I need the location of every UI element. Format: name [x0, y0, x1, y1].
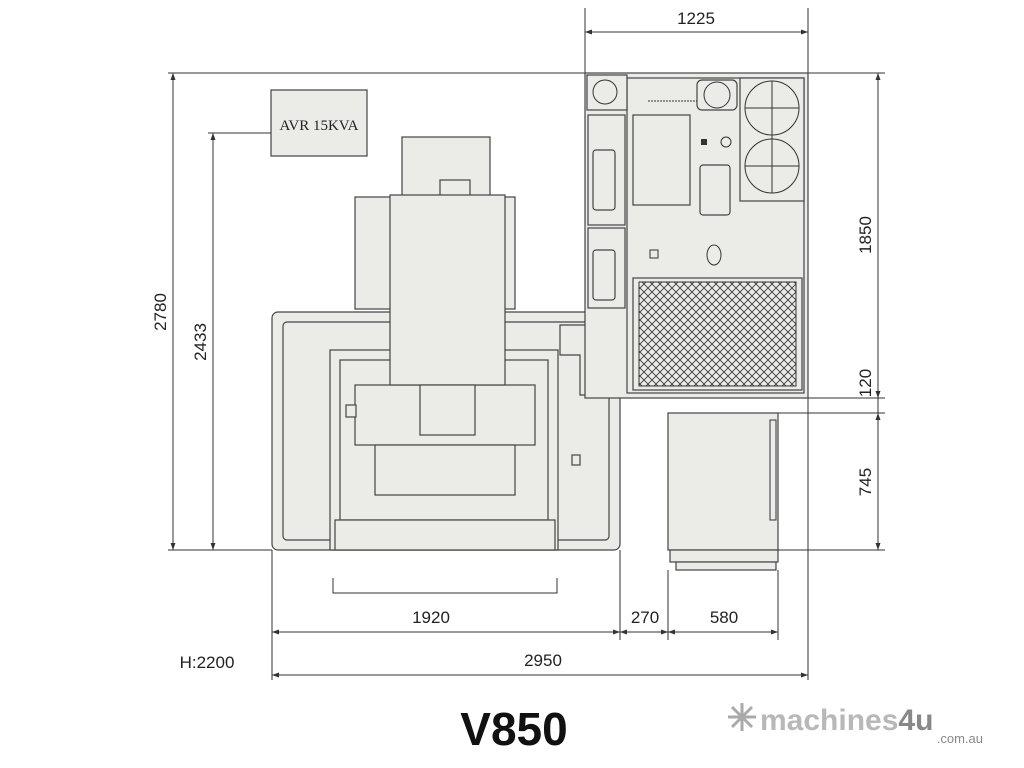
control-cabinet	[584, 72, 809, 399]
dim-small-cabinet-width: 580	[710, 608, 738, 627]
dim-machine-width: 1920	[412, 608, 450, 627]
dim-spacing: 270	[631, 608, 659, 627]
machine-body	[271, 136, 621, 551]
dim-machine-depth: 2433	[191, 323, 210, 361]
small-cabinet	[667, 412, 779, 571]
dim-cabinet-depth: 1850	[856, 216, 875, 254]
dim-gap: 120	[856, 369, 875, 397]
svg-text:machines4u: machines4u	[760, 704, 933, 737]
dim-overall-depth: 2780	[151, 293, 170, 331]
snowflake-icon	[728, 703, 756, 731]
extension-lines	[168, 8, 885, 680]
logo-accent: 4u	[898, 704, 933, 737]
avr-label: AVR 15KVA	[279, 118, 358, 134]
dim-small-cabinet-depth: 745	[856, 468, 875, 496]
bracket-line	[332, 578, 558, 594]
model-title: V850	[460, 703, 567, 755]
machines4u-logo: machines4u .com.au	[728, 703, 983, 746]
dimension-lines	[170, 29, 881, 678]
avr-unit	[270, 89, 368, 157]
logo-main: machines	[760, 704, 898, 737]
logo-domain: .com.au	[937, 731, 983, 746]
dim-overall-width: 2950	[524, 651, 562, 670]
height-note: H:2200	[180, 653, 235, 672]
dim-top-width: 1225	[677, 9, 715, 28]
